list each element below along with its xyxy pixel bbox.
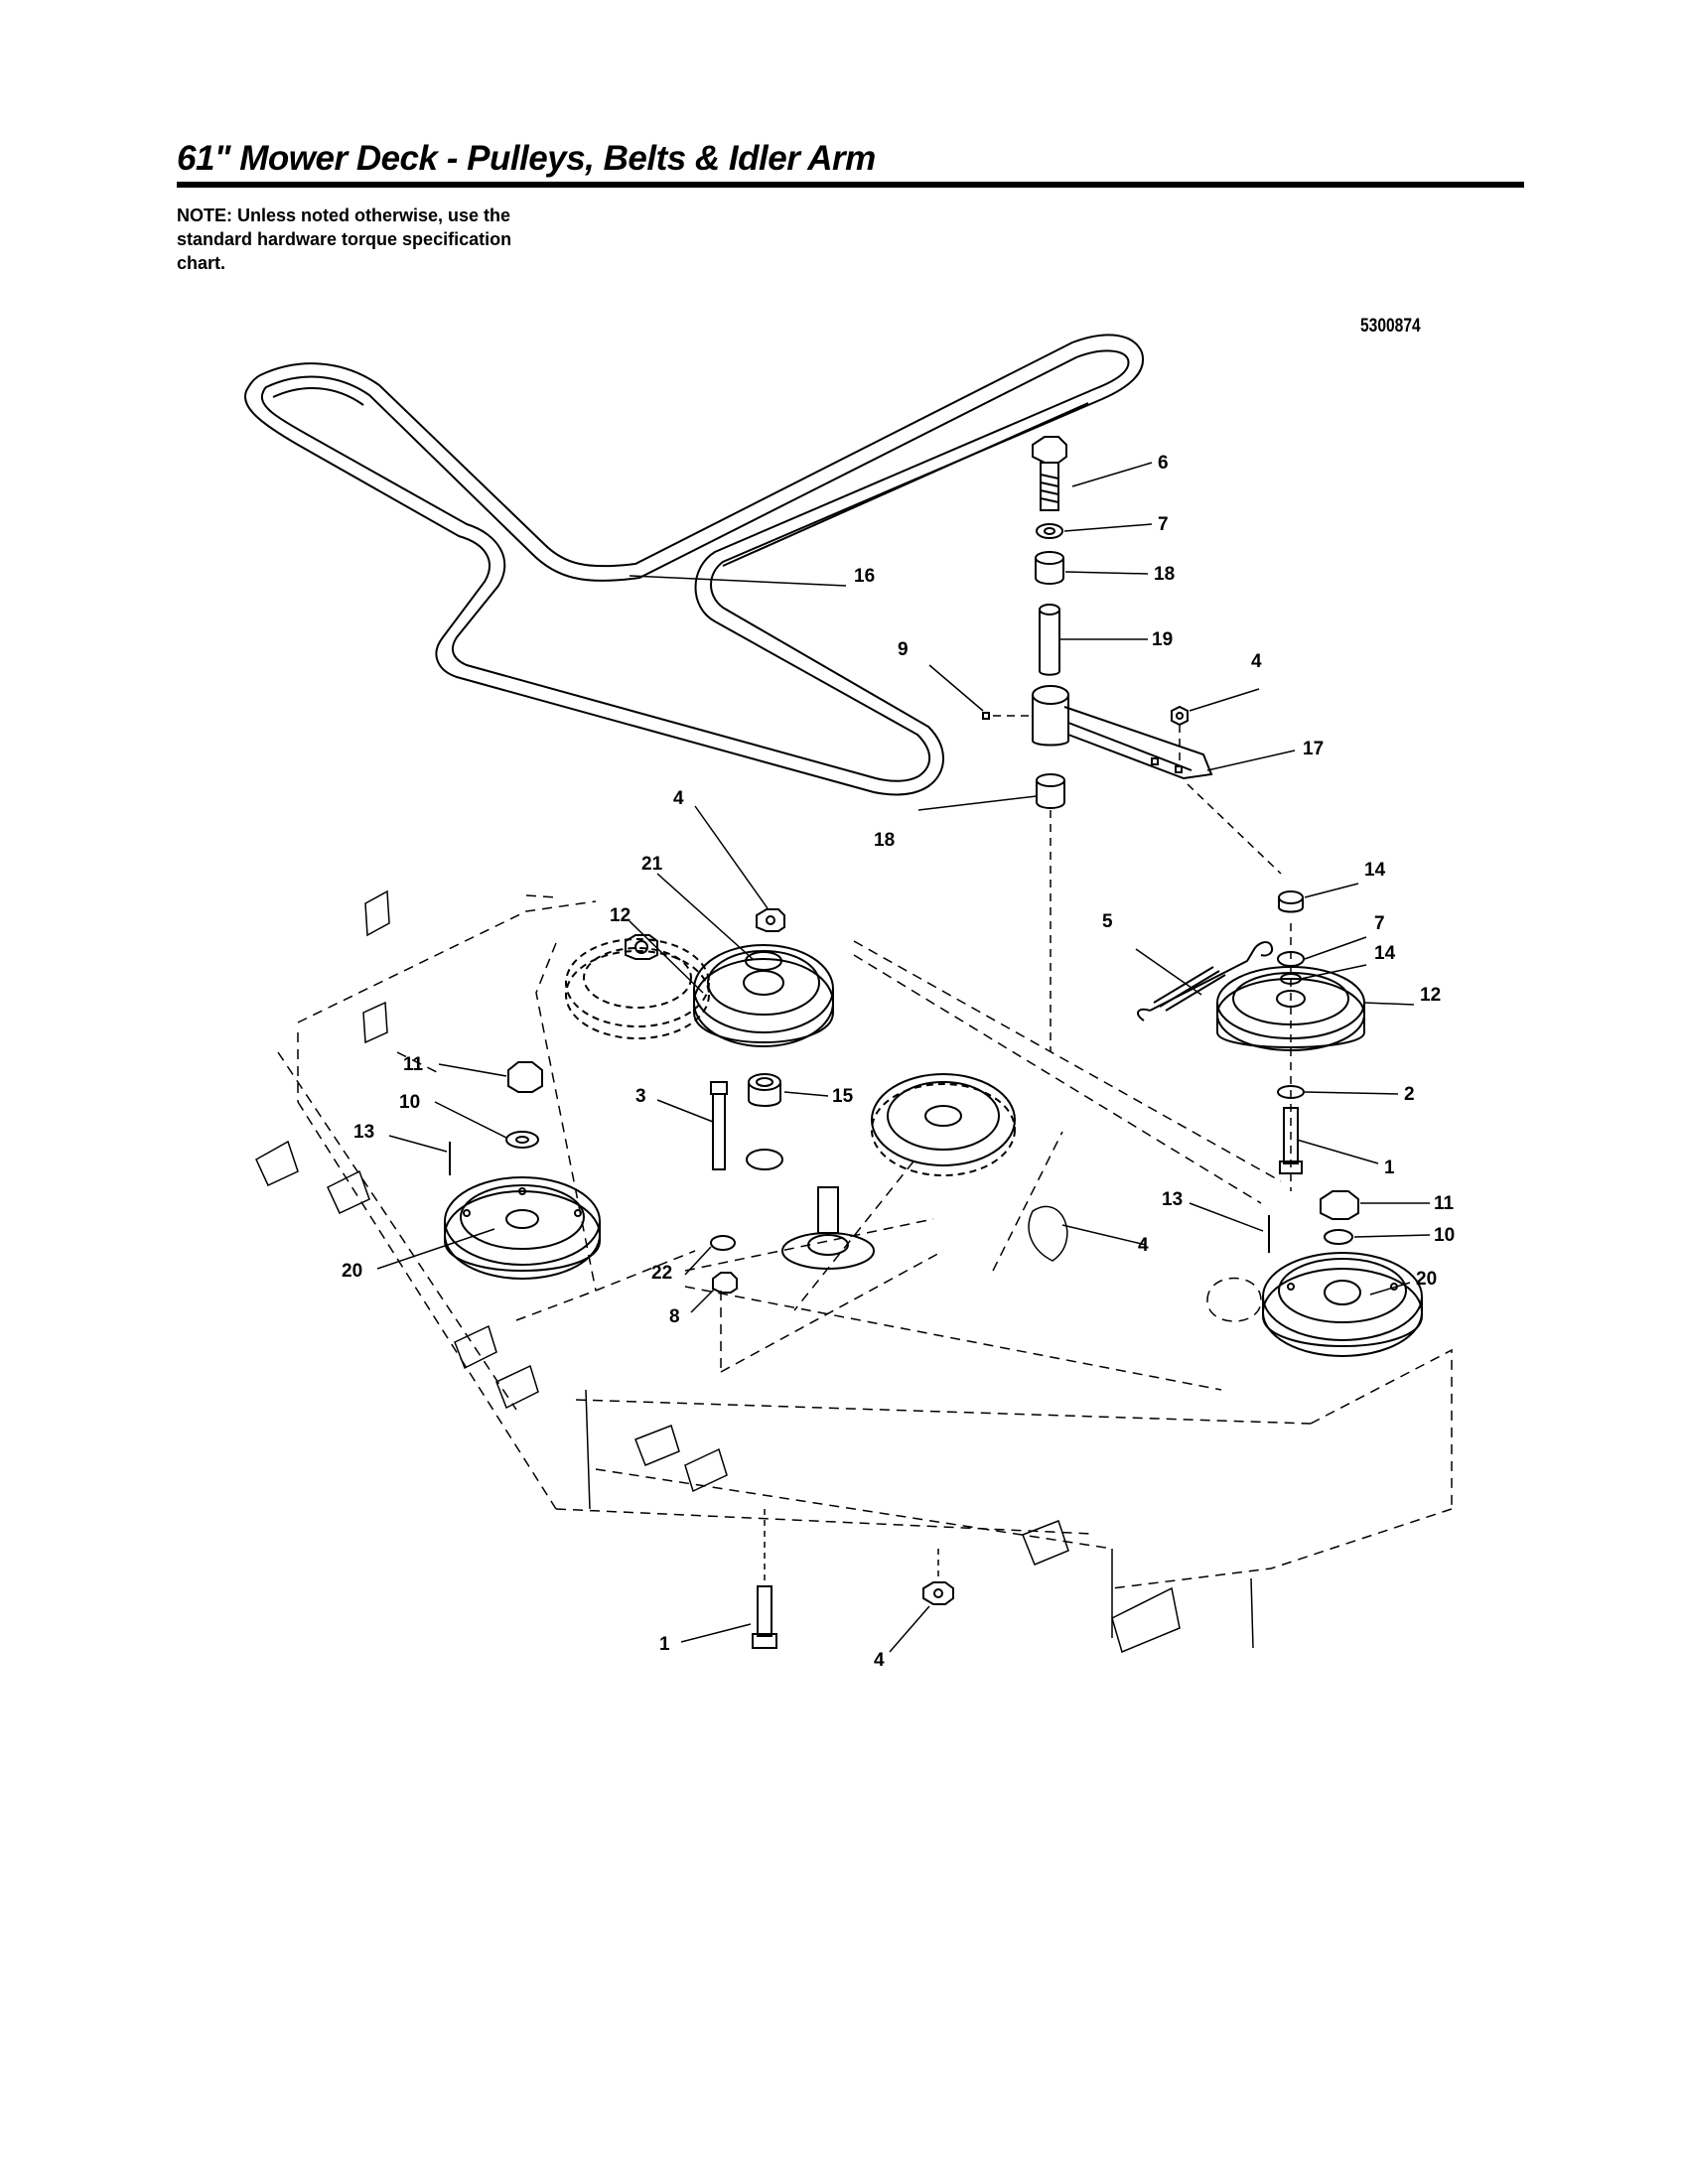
callout-4: 4 [874, 1650, 885, 1671]
drive-belt [243, 334, 1144, 796]
callout-13: 13 [1162, 1189, 1183, 1210]
idler-spring-5 [1137, 941, 1273, 1022]
mower-deck-housing [277, 894, 1453, 1589]
title-rule [177, 182, 1524, 188]
callout-8: 8 [669, 1306, 680, 1327]
nut-4-arm [1171, 705, 1189, 727]
idler-bolt-6 [1032, 436, 1067, 511]
callout-17: 17 [1303, 739, 1324, 759]
spacer-tube-19 [1039, 604, 1060, 676]
callout-4: 4 [1251, 651, 1262, 672]
callout-1: 1 [659, 1634, 670, 1655]
callout-14: 14 [1364, 860, 1386, 881]
callout-leaders [376, 462, 1431, 1653]
deck-brackets [255, 889, 1254, 1654]
callout-21: 21 [641, 854, 663, 875]
nut-11-right [1320, 1190, 1359, 1220]
idler-arm-17 [1032, 685, 1213, 780]
bushing-15 [748, 1073, 781, 1107]
torque-note: NOTE: Unless noted otherwise, use the st… [177, 205, 512, 273]
callout-2: 2 [1404, 1084, 1415, 1105]
callout-4: 4 [1138, 1235, 1149, 1256]
bushing-18-bottom [1036, 773, 1065, 809]
bolt-1-bottom [752, 1585, 777, 1649]
pulley-dashed-left [565, 938, 710, 1039]
callout-22: 22 [651, 1263, 672, 1284]
pulley-center [871, 1073, 1016, 1176]
callout-16: 16 [854, 566, 875, 587]
callout-1: 1 [1384, 1158, 1395, 1178]
callout-9: 9 [898, 639, 909, 660]
callout-11: 11 [403, 1054, 424, 1075]
callout-19: 19 [1152, 629, 1173, 650]
washer-10-left [505, 1131, 539, 1149]
bushing-18-top [1035, 551, 1064, 585]
nut-11-left [507, 1061, 543, 1093]
callout-15: 15 [832, 1086, 854, 1107]
callout-14: 14 [1374, 943, 1396, 964]
washer-22 [710, 1235, 736, 1251]
bushing-14-top [1278, 890, 1304, 913]
callout-7: 7 [1158, 514, 1169, 535]
washer-10-right [1324, 1229, 1353, 1245]
callout-12: 12 [610, 905, 631, 926]
bolt-3 [710, 1081, 728, 1170]
washer-7 [1036, 523, 1063, 539]
callout-10: 10 [399, 1092, 420, 1113]
callout-13: 13 [353, 1122, 374, 1143]
grease-fitting-9 [982, 712, 990, 720]
callout-18: 18 [874, 830, 895, 851]
idler-pulley-12-left [693, 944, 834, 1047]
callout-4: 4 [673, 788, 684, 809]
nut-4-bottom [922, 1581, 954, 1605]
callout-20: 20 [1416, 1269, 1437, 1290]
nut-4-left [756, 908, 785, 932]
callout-12: 12 [1420, 985, 1441, 1006]
callout-11: 11 [1434, 1193, 1455, 1214]
callout-3: 3 [635, 1086, 646, 1107]
page-title: 61" Mower Deck - Pulleys, Belts & Idler … [177, 139, 876, 178]
bolt-1-right [1279, 1107, 1303, 1174]
callout-10: 10 [1434, 1225, 1455, 1246]
callout-5: 5 [1102, 911, 1113, 932]
spindle-pulley-20-right [1262, 1252, 1423, 1357]
spindle-pulley-20-left [444, 1176, 601, 1280]
washer-2 [1277, 1085, 1305, 1099]
callout-20: 20 [342, 1261, 362, 1282]
callout-6: 6 [1158, 453, 1169, 474]
nut-8 [712, 1272, 738, 1294]
mount-plate [746, 1149, 783, 1170]
pulley-nut-center [625, 934, 658, 960]
diagram-part-number: 5300874 [1360, 316, 1421, 337]
callout-7: 7 [1374, 913, 1385, 934]
callout-18: 18 [1154, 564, 1175, 585]
